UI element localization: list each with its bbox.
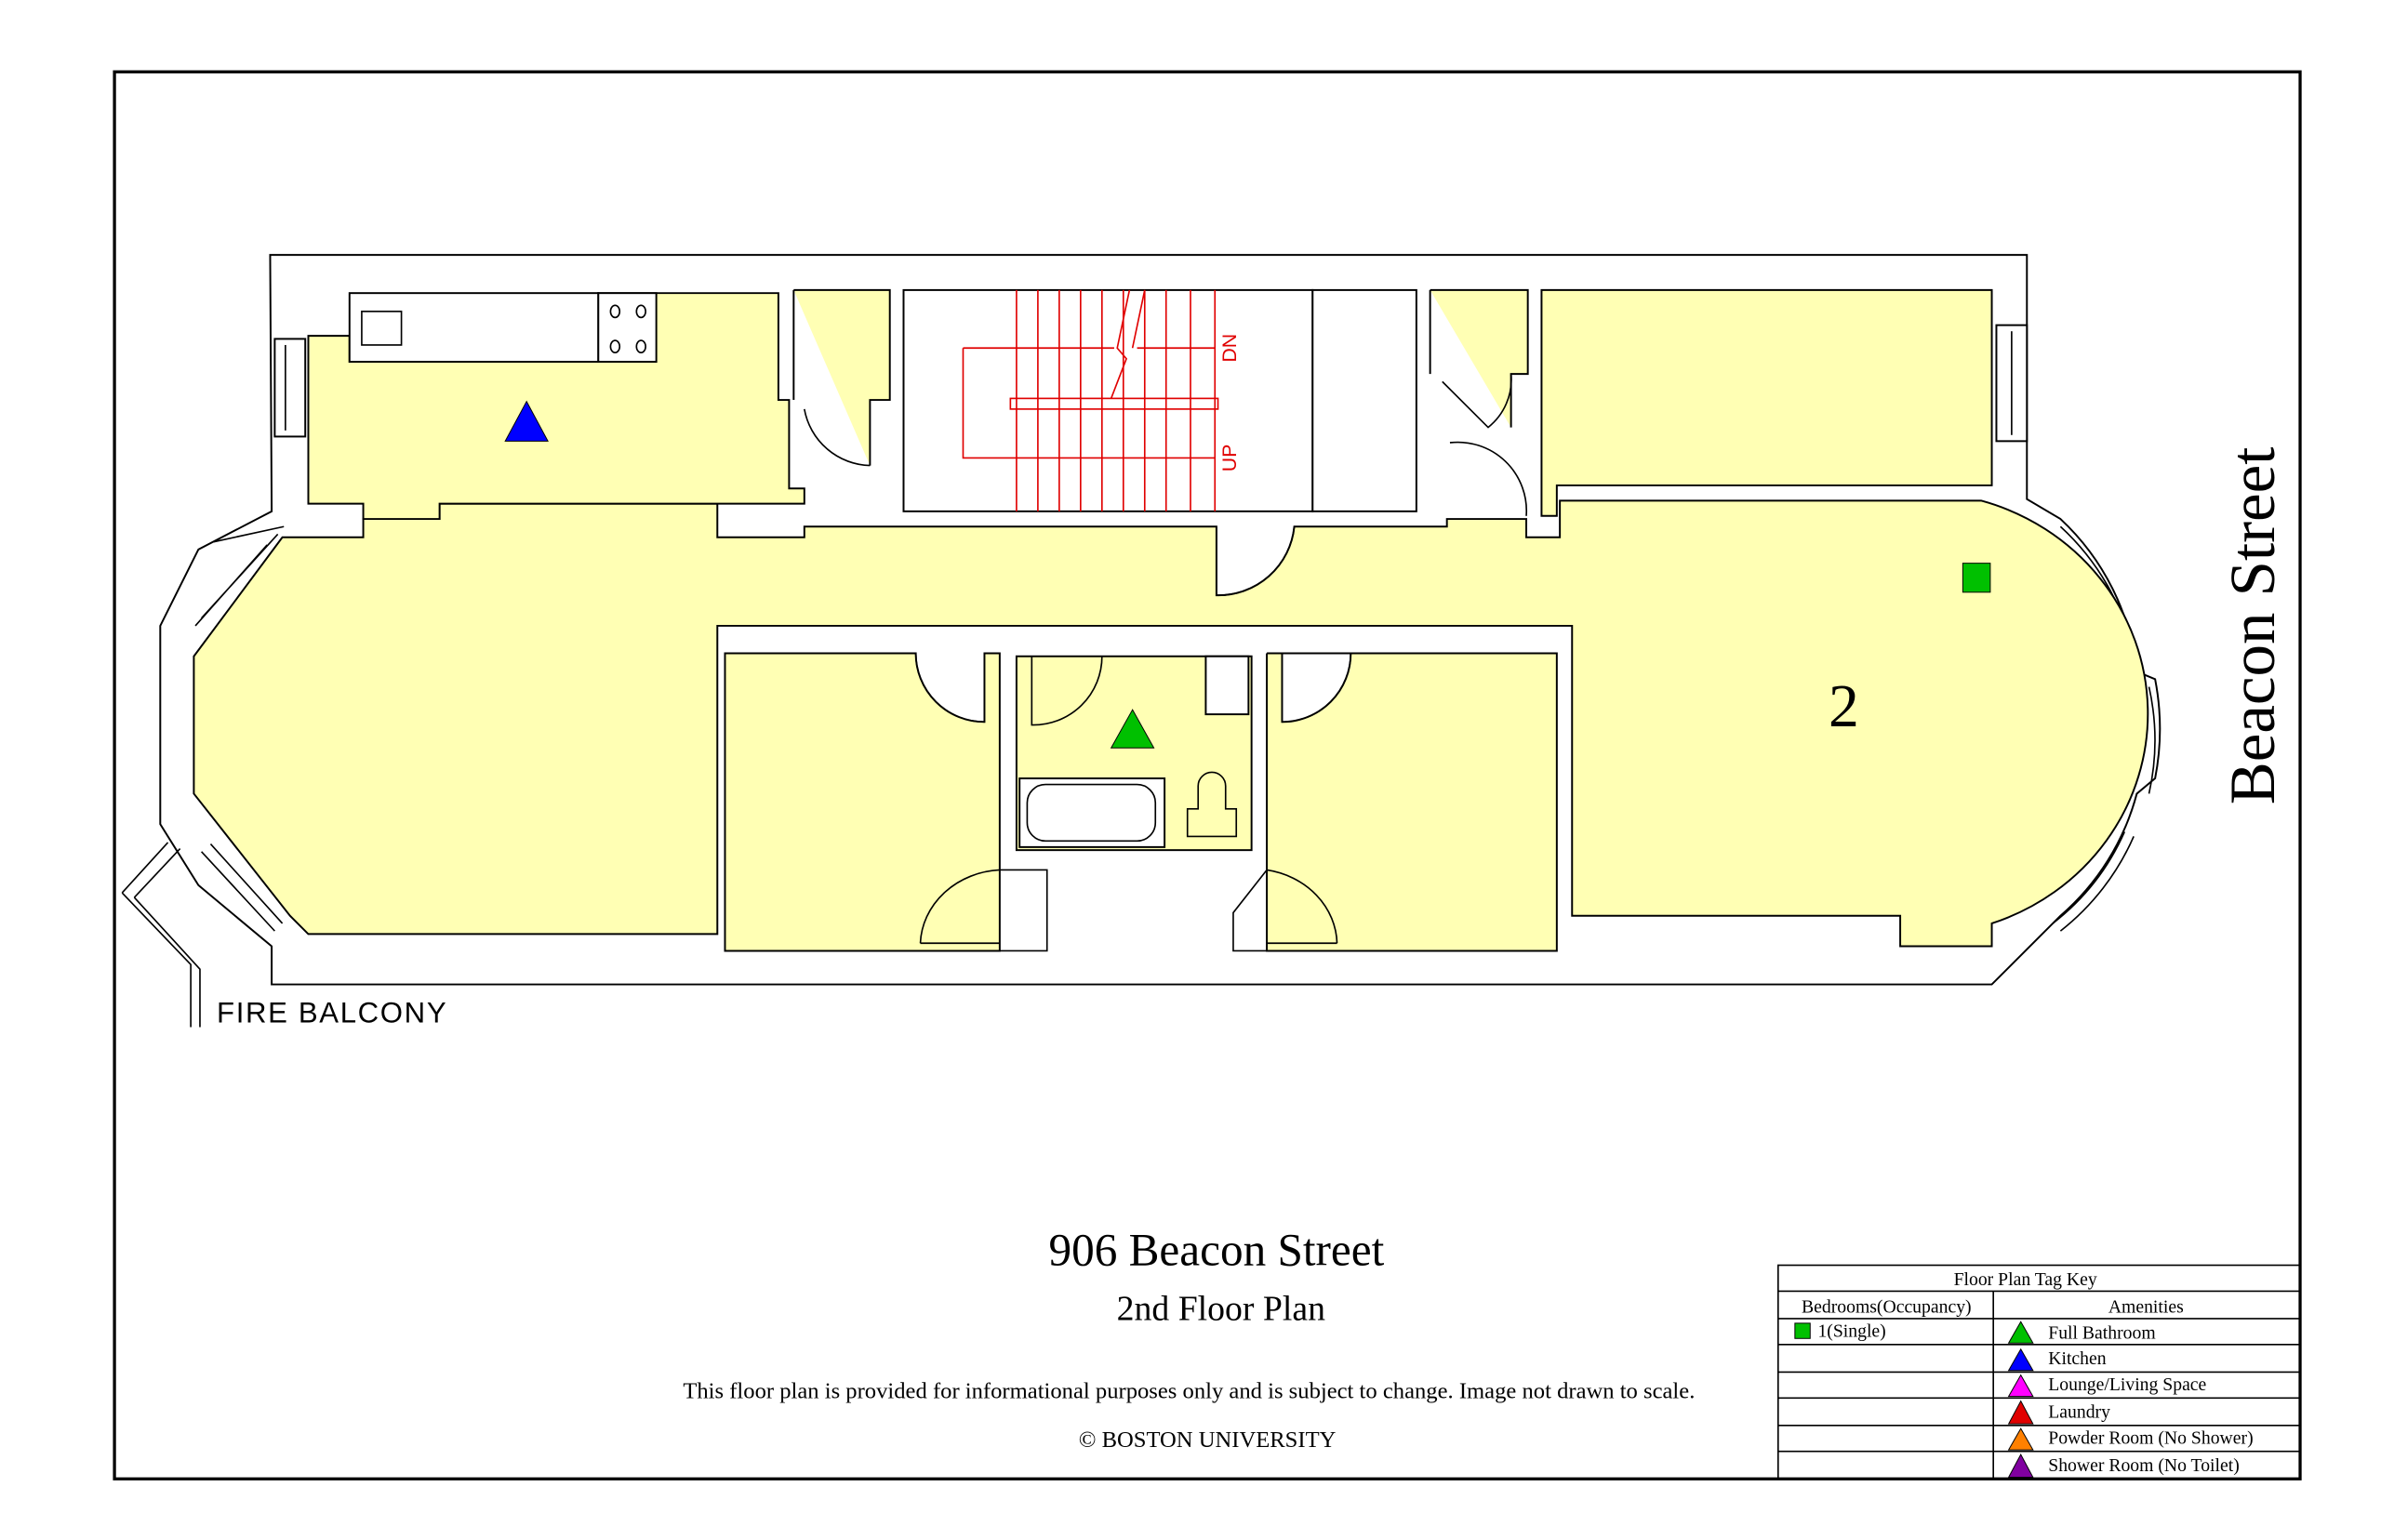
bath-door-swing [1031,656,1103,726]
legend-amenity: Powder Room (No Shower) [2048,1428,2253,1449]
elevator-shaft [1311,288,1417,512]
magenta-triangle-icon [2007,1374,2034,1398]
copyright: © BOSTON UNIVERSITY [1079,1427,1337,1453]
blue-triangle-icon [2007,1348,2034,1372]
purple-triangle-icon [2007,1453,2034,1479]
legend-amenity: Full Bathroom [2048,1322,2155,1343]
door-swing [914,653,985,724]
room-number: 2 [1829,673,1859,740]
closet-door-lower-right [1232,869,1338,952]
sink-icon [361,311,403,346]
bedroom-top-right [1540,288,1993,517]
kitchen-tag-icon[interactable] [504,400,549,442]
single-bedroom-tag-icon[interactable] [1962,563,1991,593]
street-label: Beacon Street [2217,447,2288,805]
legend-amenities-header: Amenities [2108,1296,2184,1317]
stove [597,292,658,364]
stairs-treads [962,289,1219,511]
stove-burners-icon [609,304,646,353]
sink [1204,655,1250,716]
stairs-down-label: DN [1218,334,1241,363]
legend-amenity: Lounge/Living Space [2048,1374,2206,1395]
page-title: 906 Beacon Street [1048,1225,1384,1276]
door-swing [1282,653,1352,724]
legend-bedrooms-header: Bedrooms(Occupancy) [1802,1296,1972,1317]
closet-door-lower-left [919,869,1048,952]
window-left-top [273,338,307,438]
kitchen-counter [348,292,600,364]
toilet-icon [1186,771,1238,838]
stairs-up-label: UP [1218,445,1241,472]
legend-amenity: Kitchen [2048,1348,2106,1369]
closet-left [792,288,891,466]
legend-table: Floor Plan Tag Key Bedrooms(Occupancy) A… [1776,1264,2301,1480]
bay-window-left [194,525,285,932]
green-triangle-icon [2007,1321,2034,1344]
stairwell [902,288,1314,512]
red-triangle-icon [2007,1400,2034,1425]
fire-balcony [121,842,201,1028]
green-square-icon [1794,1322,1811,1339]
door-swings-right [1442,374,1528,516]
disclaimer: This floor plan is provided for informat… [683,1378,1695,1403]
legend-amenity: Laundry [2048,1402,2110,1423]
legend-title: Floor Plan Tag Key [1954,1269,2097,1290]
page-subtitle: 2nd Floor Plan [1117,1290,1325,1329]
orange-triangle-icon [2007,1427,2034,1451]
closet-right [1429,288,1529,428]
legend-amenity: Shower Room (No Toilet) [2048,1455,2240,1476]
bathtub [1018,777,1166,848]
door-swing [804,408,871,467]
stair-door-swing [1216,526,1296,596]
full-bathroom-tag-icon[interactable] [1110,709,1155,749]
fire-balcony-label: FIRE BALCONY [217,997,447,1029]
legend-bedroom-single: 1(Single) [1817,1321,1885,1342]
bathtub-basin [1026,783,1157,843]
